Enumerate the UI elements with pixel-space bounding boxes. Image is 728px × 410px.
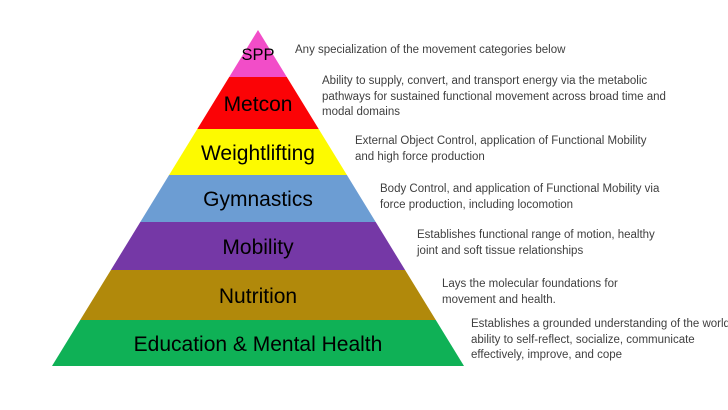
description-education: Establishes a grounded understanding of …	[471, 318, 728, 361]
description-gymnastics: Body Control, and application of Functio…	[380, 183, 660, 211]
description-weightlifting: External Object Control, application of …	[355, 135, 647, 163]
description-nutrition: Lays the molecular foundations for movem…	[442, 278, 618, 306]
pyramid-band-nutrition	[80, 270, 436, 320]
pyramid-band-metcon	[197, 77, 319, 129]
pyramid-label-gymnastics: Gymnastics	[203, 188, 313, 211]
pyramid-label-education: Education & Mental Health	[134, 333, 383, 356]
pyramid-band-education	[52, 320, 464, 366]
pyramid-band-mobility	[110, 222, 406, 270]
description-metcon: Ability to supply, convert, and transpor…	[322, 75, 666, 118]
pyramid-label-metcon: Metcon	[224, 93, 293, 116]
pyramid-band-weightlifting	[169, 129, 347, 175]
pyramid-label-weightlifting: Weightlifting	[201, 142, 315, 165]
description-spp: Any specialization of the movement categ…	[295, 44, 566, 56]
pyramid-band-spp	[229, 30, 287, 77]
pyramid-label-nutrition: Nutrition	[219, 285, 297, 308]
pyramid-label-spp: SPP	[241, 46, 274, 64]
description-mobility: Establishes functional range of motion, …	[417, 229, 655, 257]
pyramid-band-gymnastics	[140, 175, 376, 222]
pyramid-label-mobility: Mobility	[222, 236, 294, 259]
